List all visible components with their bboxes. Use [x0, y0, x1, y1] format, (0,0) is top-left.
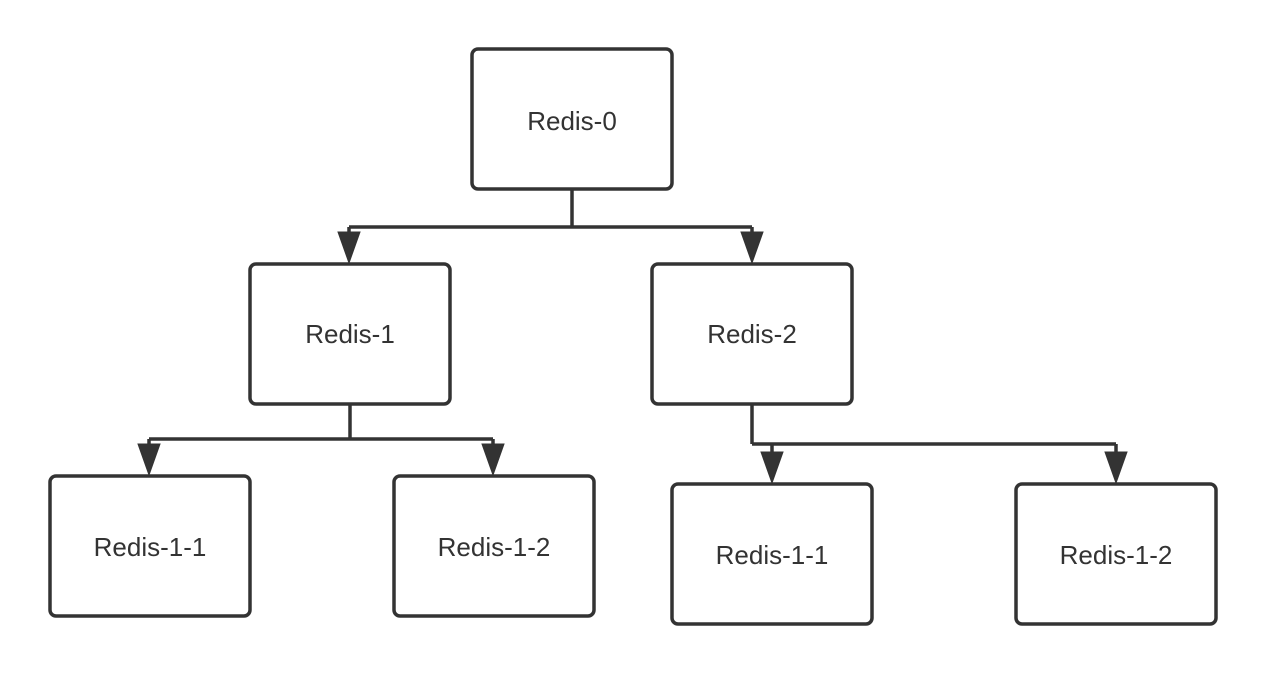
node-label: Redis-1-1: [716, 540, 829, 570]
node-redis-0: Redis-0: [470, 47, 674, 191]
node-label: Redis-1-2: [1060, 540, 1173, 570]
arrowhead-to-n2-2: [1104, 451, 1128, 485]
node-redis-1-2-left: Redis-1-2: [392, 474, 596, 618]
node-redis-2: Redis-2: [650, 262, 854, 406]
node-box: [1014, 482, 1218, 626]
node-redis-1-1-left: Redis-1-1: [48, 474, 252, 618]
node-label: Redis-1-1: [94, 532, 207, 562]
node-box: [670, 482, 874, 626]
node-label: Redis-2: [707, 319, 797, 349]
connector-root-children: [337, 189, 764, 265]
node-redis-1-1-right: Redis-1-1: [670, 482, 874, 626]
node-label: Redis-1-2: [438, 532, 551, 562]
node-box: [48, 474, 252, 618]
node-box: [392, 474, 596, 618]
arrowhead-to-n2-1: [760, 451, 784, 485]
node-box: [248, 262, 452, 406]
arrowhead-to-n2: [740, 231, 764, 265]
node-box: [470, 47, 674, 191]
node-label: Redis-0: [527, 106, 617, 136]
arrowhead-to-n1-1: [137, 443, 161, 477]
node-label: Redis-1: [305, 319, 395, 349]
connector-n2-children: [750, 404, 1128, 485]
arrowhead-to-n1-2: [481, 443, 505, 477]
node-redis-1-2-right: Redis-1-2: [1014, 482, 1218, 626]
arrowhead-to-n1: [337, 231, 361, 265]
node-box: [650, 262, 854, 406]
connector-n1-children: [137, 404, 505, 477]
node-redis-1: Redis-1: [248, 262, 452, 406]
